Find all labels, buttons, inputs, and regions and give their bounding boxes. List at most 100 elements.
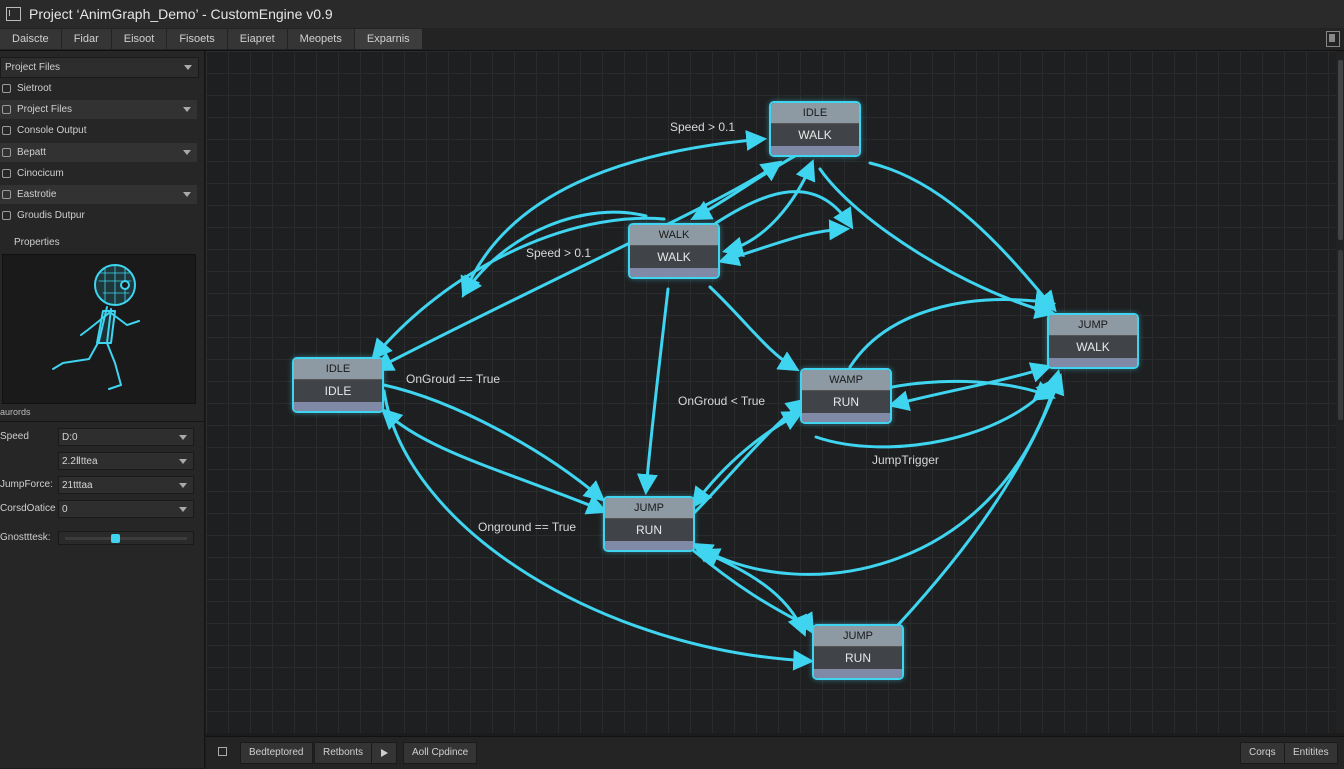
node-header: IDLE [294,359,382,380]
node-header: WAMP [802,370,890,391]
gear-icon [2,148,11,157]
transition-label-1: Speed > 0.1 [670,120,736,134]
state-node-5[interactable]: WAMP RUN [800,368,892,424]
tree-item-3[interactable]: Console Output [0,121,197,140]
project-files-dropdown[interactable]: Project Files [0,57,199,78]
node-header: WALK [630,225,718,246]
transition-edge[interactable] [371,216,666,361]
chevron-down-icon[interactable] [183,107,191,112]
node-footer [294,402,382,411]
tree-item-7[interactable]: Groudis Dutpur [0,206,197,225]
chevron-down-icon[interactable] [183,150,191,155]
play-button[interactable] [371,742,397,764]
transition-label-5: JumpTrigger [872,453,939,467]
node-header: IDLE [771,103,859,124]
state-node-7[interactable]: JUMP RUN [812,624,904,680]
node-footer [814,669,902,678]
node-state: RUN [802,391,890,413]
prop-field-4[interactable]: 0 [58,500,194,518]
window-title: Project ‘AnimGraph_Demo’ - CustomEngine … [29,6,333,22]
menu-item-2[interactable]: Fidar [61,29,111,49]
menu-item-6[interactable]: Meopets [287,29,354,49]
node-state: RUN [605,519,693,541]
chevron-down-icon [184,65,192,70]
tree-item-label: Sietroot [17,83,52,94]
transition-edge[interactable] [636,287,670,496]
bottom-button-1[interactable]: Bedteptored [240,742,313,764]
transition-edge[interactable] [691,411,804,509]
transition-edge[interactable] [848,290,1057,369]
gear-icon [2,169,11,178]
canvas-scrollbar-thumb-2[interactable] [1338,250,1343,420]
prop-label-speed: Speed [0,431,29,442]
node-header: JUMP [1049,315,1137,336]
slider-thumb[interactable] [111,534,121,543]
bottom-right-button-1[interactable]: Corqs [1240,742,1285,764]
prop-label-4: CorsdOatice [0,503,56,514]
transition-edge[interactable] [887,362,1052,411]
bottom-button-3[interactable]: Aoll Cpdince [403,742,478,764]
tree-item-5[interactable]: Cinocicum [0,164,197,183]
node-state: RUN [814,647,902,669]
transition-edge[interactable] [382,383,606,502]
transition-edge[interactable] [380,408,608,515]
menu-item-4[interactable]: Fisoets [167,29,227,49]
chevron-down-icon [179,435,187,440]
properties-title: Properties [14,237,60,248]
transition-edge[interactable] [692,549,815,635]
transition-edge[interactable] [896,373,1065,627]
title-bar: Project ‘AnimGraph_Demo’ - CustomEngine … [0,0,1344,29]
transition-edge[interactable] [692,398,808,515]
section-sublabel: aurords [0,407,31,417]
node-header: JUMP [605,498,693,519]
transition-edge[interactable] [868,161,1057,313]
prop-field-jumpforce[interactable]: 21tttaa [58,476,194,494]
restore-window-icon[interactable] [1326,31,1340,47]
chevron-down-icon [179,507,187,512]
transition-edge[interactable] [382,389,815,671]
node-footer [802,413,890,422]
state-node-3[interactable]: IDLE IDLE [292,357,384,413]
tree-item-label: Bepatt [17,147,46,158]
tree-item-4[interactable]: Bepatt [0,143,197,162]
tree-item-2[interactable]: Project Files [0,100,197,119]
prop-field-speed[interactable]: D:0 [58,428,194,446]
state-node-4[interactable]: JUMP WALK [1047,313,1139,369]
transition-edge[interactable] [818,167,1057,320]
menu-bar: Daiscte Fidar Eisoot Fisoets Eiapret Meo… [0,28,1344,51]
gear-icon [2,105,11,114]
state-node-2[interactable]: WALK WALK [628,223,720,279]
node-state: IDLE [294,380,382,402]
property-slider[interactable] [58,531,194,545]
bottom-right-button-2[interactable]: Entitites [1284,742,1338,764]
transition-label-3: OnGroud == True [406,372,501,386]
menu-item-3[interactable]: Eisoot [111,29,167,49]
node-state: WALK [771,124,859,146]
anim-graph-canvas[interactable]: IDLE WALK WALK WALK IDLE IDLE JUMP WALK … [206,51,1336,733]
transition-label-2: Speed > 0.1 [526,246,592,260]
state-node-6[interactable]: JUMP RUN [603,496,695,552]
app-icon [6,7,21,21]
tree-item-label: Groudis Dutpur [17,210,85,221]
prop-field-2[interactable]: 2.2Ⅱttea [58,452,194,470]
chevron-down-icon[interactable] [183,192,191,197]
menu-item-7[interactable]: Exparnis [354,29,422,49]
chevron-down-icon [179,459,187,464]
node-header: JUMP [814,626,902,647]
running-character-icon [52,264,140,390]
bottom-button-2[interactable]: Retbonts [314,742,373,764]
panel-toggle-icon[interactable] [218,747,227,756]
node-footer [630,268,718,277]
transition-edge[interactable] [708,285,800,372]
canvas-scrollbar-thumb[interactable] [1338,60,1343,240]
project-files-dropdown-label: Project Files [5,62,61,73]
grid-icon [2,126,11,135]
menu-item-1[interactable]: Daiscte [0,29,61,49]
transition-edge[interactable] [698,548,808,637]
state-node-1[interactable]: IDLE WALK [769,101,861,157]
transition-edge[interactable] [717,219,851,267]
prop-value: D:0 [62,432,78,443]
tree-item-1[interactable]: Sietroot [0,79,197,98]
menu-item-5[interactable]: Eiapret [227,29,287,49]
tree-item-6[interactable]: Eastrotie [0,185,197,204]
